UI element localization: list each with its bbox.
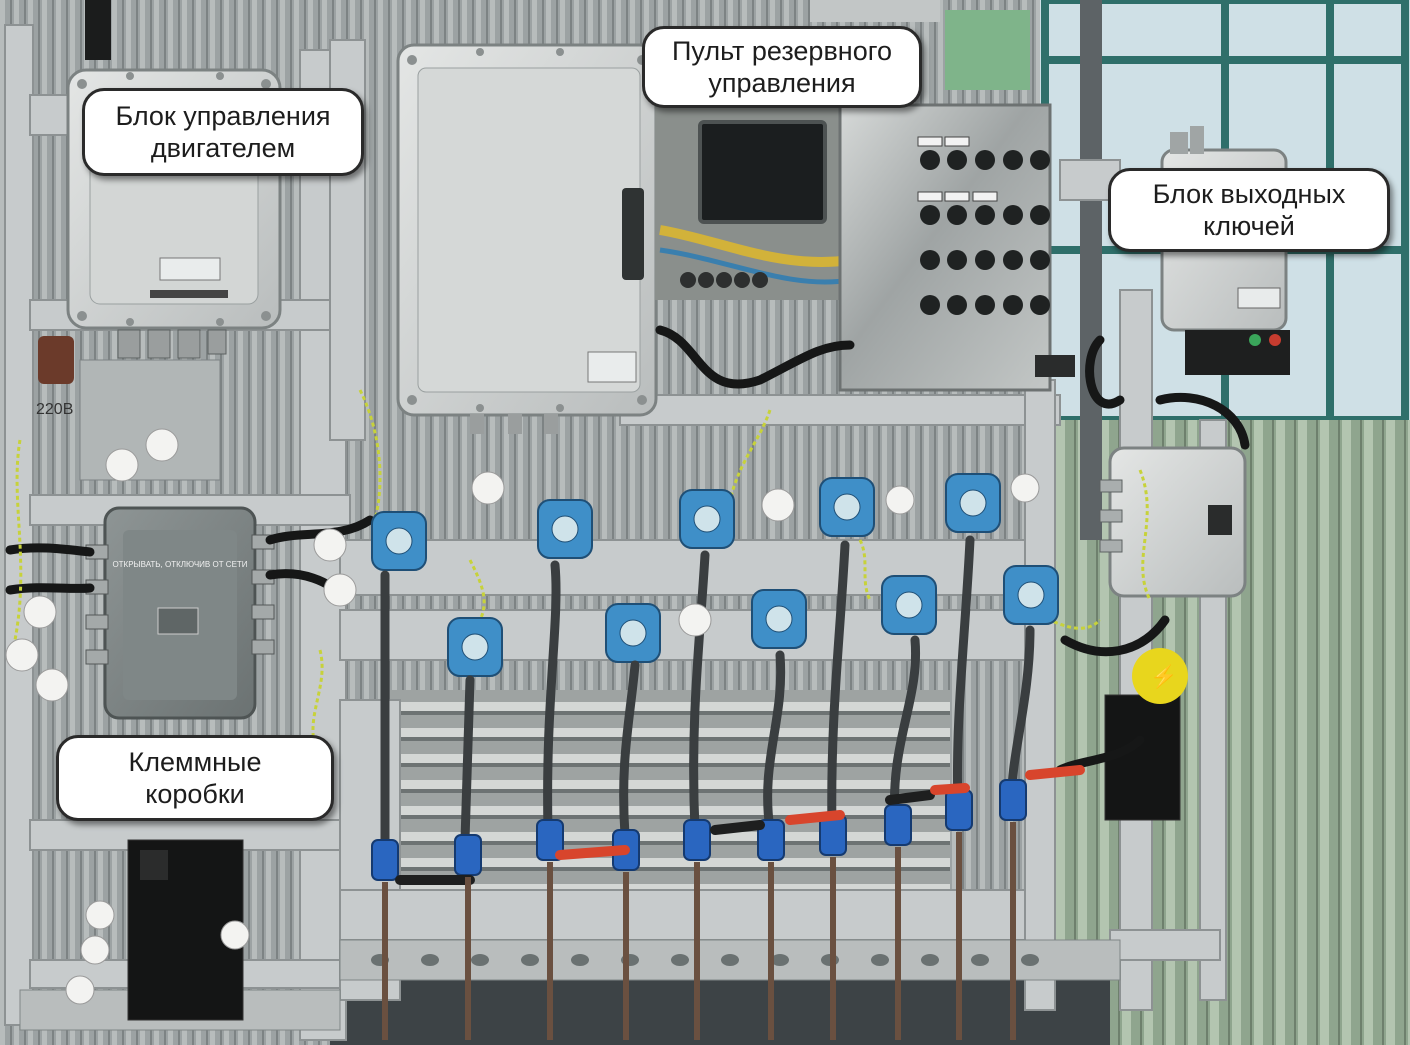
callout-backup-control-panel: Пульт резервного управления — [642, 26, 922, 108]
callout-backup-panel-line1: Пульт резервного — [672, 36, 892, 66]
valve-handles — [395, 765, 1085, 885]
top-equipment — [810, 0, 940, 22]
callout-terminal-boxes-line2: коробки — [145, 779, 245, 809]
pressure-transmitters — [371, 473, 1059, 677]
callout-output-keys-line2: ключей — [1203, 211, 1295, 241]
lower-tubes — [382, 822, 1016, 1040]
callout-backup-panel-line2: управления — [708, 68, 856, 98]
perforated-plate — [79, 359, 221, 481]
green-louver-top — [945, 10, 1030, 90]
svg-text:⚡: ⚡ — [1150, 664, 1177, 690]
callout-motor-control-line2: двигателем — [150, 133, 296, 163]
backup-panel-display — [655, 100, 855, 300]
vertical-pipe — [1080, 0, 1102, 540]
callout-motor-control-line1: Блок управления — [115, 101, 331, 131]
junction-box-label: ОТКРЫВАТЬ, ОТКЛЮЧИВ ОТ СЕТИ — [112, 560, 247, 569]
impulse-tubes — [380, 535, 1035, 845]
callout-motor-control-unit: Блок управления двигателем — [82, 88, 364, 176]
top-black-cable — [85, 0, 111, 60]
wall-voltage-label: 220В — [36, 401, 73, 418]
cable-tags — [5, 428, 1040, 1005]
louvered-panel — [390, 690, 950, 890]
callout-output-keys-line1: Блок выходных — [1152, 179, 1346, 209]
callout-output-keys-unit: Блок выходных ключей — [1108, 168, 1390, 252]
steel-button-panel — [838, 103, 1075, 392]
main-controller-enclosure — [396, 43, 658, 434]
callout-terminal-boxes: Клеммные коробки — [56, 735, 334, 821]
callout-terminal-boxes-line1: Клеммные — [128, 747, 262, 777]
terminal-junction-box: ОТКРЫВАТЬ, ОТКЛЮЧИВ ОТ СЕТИ — [85, 506, 275, 720]
right-junction-box — [1099, 446, 1247, 598]
